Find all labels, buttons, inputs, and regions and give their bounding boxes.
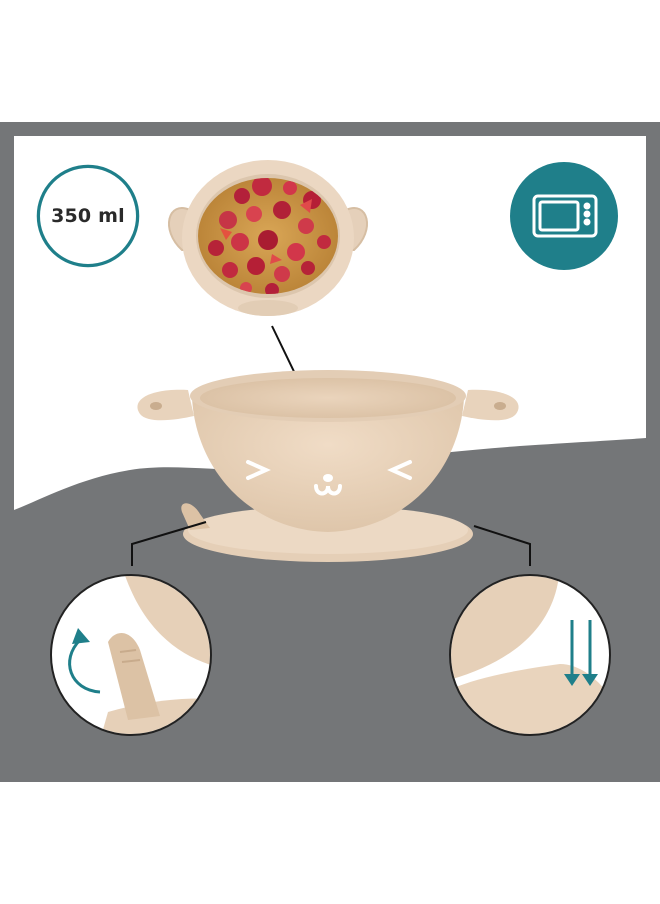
connector-left <box>131 521 207 566</box>
microwave-icon <box>532 194 598 238</box>
rotate-arrow-icon <box>68 628 101 694</box>
capacity-badge: 350 ml <box>38 166 138 266</box>
connector-right <box>473 525 531 566</box>
down-arrows-icon <box>564 620 598 686</box>
cat-face <box>246 460 412 496</box>
capacity-label: 350 ml <box>51 205 125 227</box>
bowl-top-view-photo <box>167 160 369 316</box>
suction-bowl-photo <box>137 370 519 562</box>
microwave-badge <box>510 162 618 270</box>
berries <box>208 178 331 294</box>
